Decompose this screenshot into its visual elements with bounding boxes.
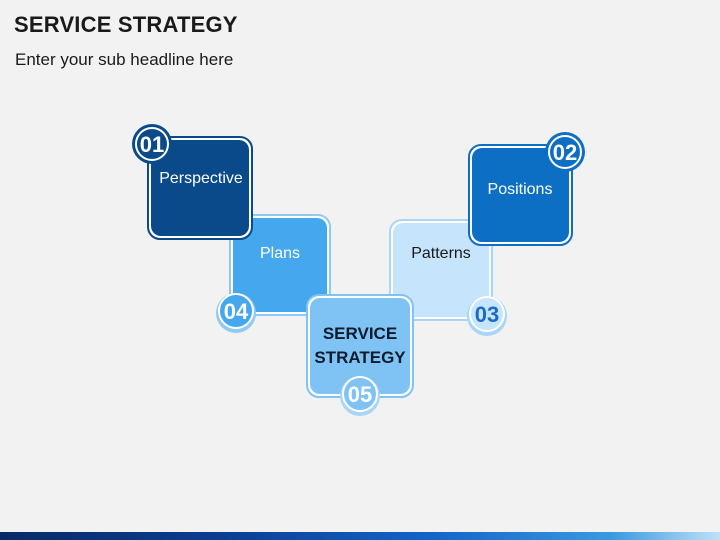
step-04-number: 04 [224, 299, 249, 324]
step-02-number: 02 [553, 140, 577, 165]
step-03-label: Patterns [411, 245, 471, 262]
step-04-badge [218, 293, 254, 329]
page-subtitle: Enter your sub headline here [15, 50, 234, 69]
step-04-plans[interactable]: Plans 04 [216, 214, 331, 333]
step-05-number: 05 [348, 382, 372, 407]
footer-bar [0, 532, 720, 540]
step-01-number: 01 [140, 132, 164, 157]
step-04-label: Plans [260, 245, 300, 262]
step-03-badge [469, 296, 505, 332]
step-02-positions[interactable]: Positions 02 [468, 132, 585, 246]
step-01-perspective[interactable]: Perspective 01 [132, 124, 253, 240]
step-05-badge [342, 376, 378, 412]
center-box [310, 298, 410, 394]
step-02-label: Positions [488, 181, 553, 198]
step-01-label: Perspective [159, 170, 243, 187]
step-04-box [233, 218, 327, 312]
page-title: SERVICE STRATEGY [14, 12, 238, 37]
step-01-box [151, 140, 249, 236]
center-label-line2: STRATEGY [314, 348, 406, 367]
center-label-line1: SERVICE [323, 324, 397, 343]
step-03-patterns[interactable]: Patterns 03 [389, 219, 507, 336]
step-01-badge [135, 127, 169, 161]
step-02-badge [548, 135, 582, 169]
step-05-service-strategy[interactable]: SERVICE STRATEGY 05 [306, 294, 414, 416]
step-03-number: 03 [475, 302, 499, 327]
step-03-box [393, 223, 489, 317]
step-02-box [472, 148, 569, 242]
